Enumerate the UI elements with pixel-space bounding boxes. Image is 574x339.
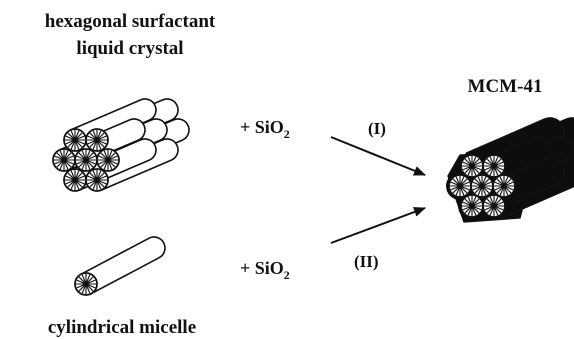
mcm-rod-face xyxy=(482,194,506,218)
reagent-lower-prefix: + SiO xyxy=(240,258,284,278)
title-hexagonal-line1: hexagonal surfactant xyxy=(45,11,216,32)
reagent-lower: + SiO2 xyxy=(240,258,290,282)
hex-rod-face xyxy=(96,148,120,172)
hex-rod-face xyxy=(74,148,98,172)
reagent-upper: + SiO2 xyxy=(240,117,290,141)
title-hexagonal-line2: liquid crystal xyxy=(76,38,183,59)
mcm41-silica-bundle xyxy=(446,117,574,223)
mcm-rod-face xyxy=(448,174,472,198)
mcm-rod-face xyxy=(482,154,506,178)
route-label-two: (II) xyxy=(354,252,379,271)
hex-rod-face xyxy=(63,168,87,192)
reagent-lower-subscript: 2 xyxy=(284,268,290,282)
hex-rod-face xyxy=(52,148,76,172)
micelle-face xyxy=(74,272,98,296)
hex-rod-face xyxy=(63,128,87,152)
mcm-rod-face xyxy=(460,194,484,218)
cylindrical-micelle-rod xyxy=(74,236,166,296)
micelle-body xyxy=(80,236,166,295)
mcm-rod-face xyxy=(460,154,484,178)
arrow-route-two xyxy=(330,207,426,244)
hex-rod-face xyxy=(85,128,109,152)
reagent-upper-subscript: 2 xyxy=(284,127,290,141)
arrow-route-one xyxy=(330,136,426,176)
title-product: MCM-41 xyxy=(468,76,543,97)
reagent-upper-prefix: + SiO xyxy=(240,117,284,137)
route-label-one: (I) xyxy=(368,119,386,138)
mcm-rod-face xyxy=(492,174,516,198)
title-micelle: cylindrical micelle xyxy=(48,317,196,338)
mcm-rod-face xyxy=(470,174,494,198)
hex-rod-face xyxy=(85,168,109,192)
hexagonal-liquid-crystal-bundle xyxy=(52,98,190,192)
